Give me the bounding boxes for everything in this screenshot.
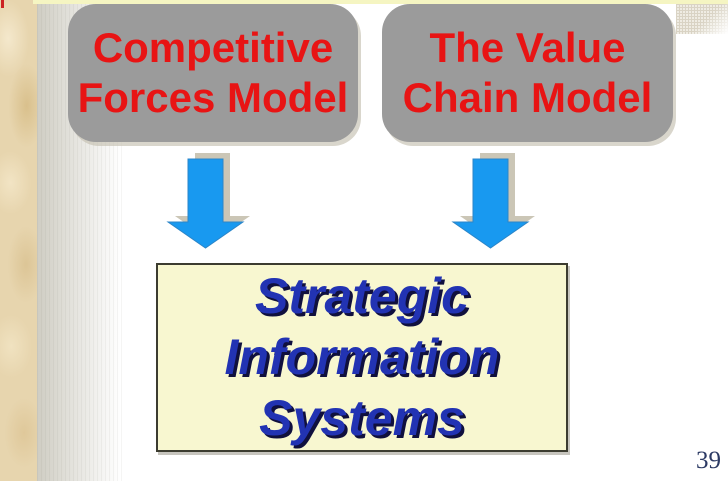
top-yellow-strip: [33, 0, 728, 4]
value-chain-line2: Chain Model: [402, 74, 653, 121]
competitive-forces-line1: Competitive: [92, 24, 334, 71]
corner-frame-pattern: [676, 4, 728, 34]
left-texture-border: [0, 0, 37, 481]
page-number: 39: [696, 447, 721, 474]
down-arrow-icon: [445, 148, 537, 250]
competitive-forces-model-box: Competitive Forces Model: [68, 4, 358, 142]
result-line1: Strategic: [255, 268, 469, 324]
result-line2: Information: [224, 329, 500, 385]
result-line3: Systems: [259, 390, 465, 446]
value-chain-model-box: The Value Chain Model: [382, 4, 673, 142]
competitive-forces-line2: Forces Model: [77, 74, 349, 121]
value-chain-line1: The Value: [429, 24, 626, 71]
strategic-information-systems-box: Strategic Information Systems: [156, 263, 568, 452]
red-corner-tick: [1, 0, 4, 8]
down-arrow-icon: [160, 148, 252, 250]
